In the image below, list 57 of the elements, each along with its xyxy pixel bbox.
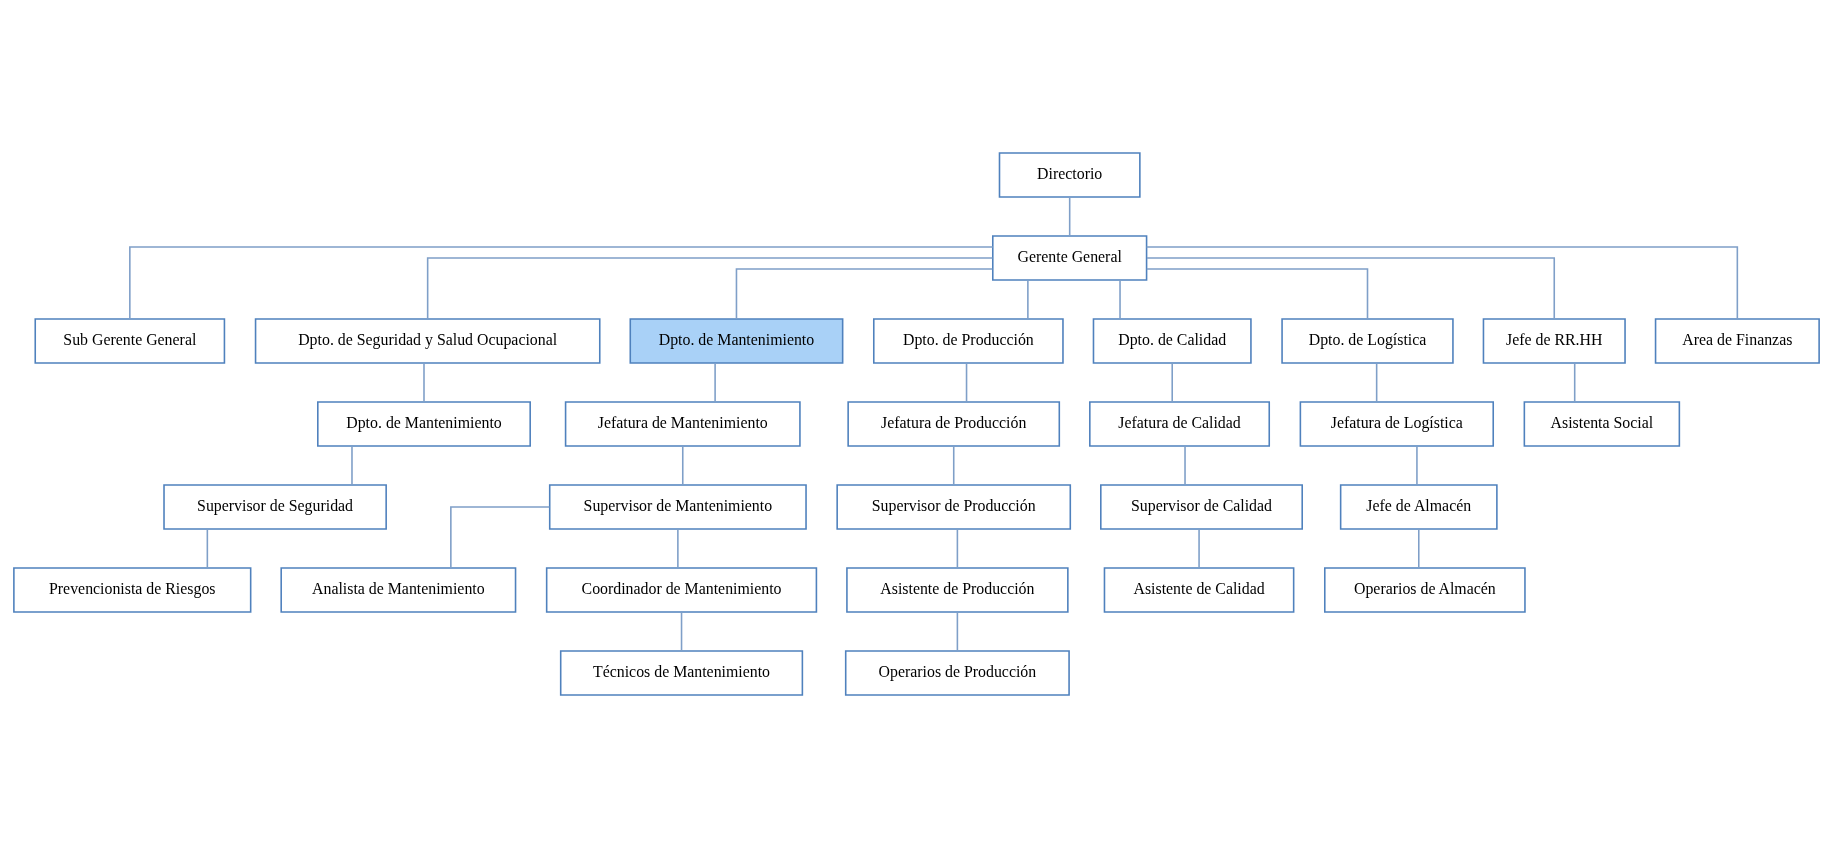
connector	[735, 268, 993, 320]
connector	[1068, 196, 1070, 237]
connector	[449, 506, 550, 569]
connector	[1145, 257, 1555, 320]
node-box: Dpto. de Seguridad y Salud Ocupacional	[254, 318, 601, 364]
node-box: Asistente de Producción	[845, 567, 1069, 613]
node-box: Analista de Mantenimiento	[279, 567, 516, 613]
node-box: Area de Finanzas	[1654, 318, 1820, 364]
connector	[713, 362, 716, 403]
node-box: Prevencionista de Riesgos	[12, 567, 251, 613]
connector	[1197, 528, 1200, 569]
connector	[956, 611, 958, 652]
node-box: Coordinador de Mantenimiento	[545, 567, 817, 613]
connector	[676, 528, 679, 569]
connector	[1118, 279, 1121, 320]
connector	[128, 246, 994, 320]
node-box: Sub Gerente General	[33, 318, 225, 364]
node-box: Jefatura de Mantenimiento	[564, 401, 801, 447]
node-box: Operarios de Almacén	[1323, 567, 1526, 613]
node-box: Jefe de RR.HH	[1482, 318, 1626, 364]
node-box: Operarios de Producción	[844, 650, 1070, 696]
connector	[1417, 528, 1420, 569]
node-box: Dpto. de Calidad	[1092, 318, 1252, 364]
node-box: Dpto. de Producción	[872, 318, 1064, 364]
node-box: Dpto. de Mantenimiento	[628, 318, 843, 364]
node-box: Asistente de Calidad	[1103, 567, 1294, 613]
connector	[350, 445, 353, 486]
node-box: Supervisor de Producción	[835, 484, 1071, 530]
connector	[681, 445, 684, 486]
node-box: Supervisor de Calidad	[1099, 484, 1303, 530]
connector	[206, 528, 208, 569]
connector	[965, 362, 967, 403]
connector	[426, 257, 993, 320]
connector	[956, 528, 958, 569]
node-box: Jefatura de Producción	[846, 401, 1060, 447]
connector	[1170, 362, 1173, 403]
node-box: Supervisor de Mantenimiento	[548, 484, 807, 530]
connector	[1026, 279, 1029, 320]
connector	[1415, 445, 1418, 486]
connector	[1145, 268, 1368, 320]
node-box: Dpto. de Mantenimiento	[316, 401, 531, 447]
node-box: Dpto. de Logística	[1280, 318, 1454, 364]
connector	[1375, 362, 1377, 403]
connector	[1573, 362, 1575, 403]
connector	[680, 611, 682, 652]
node-box: Jefatura de Calidad	[1088, 401, 1270, 447]
node-box: Jefatura de Logística	[1299, 401, 1494, 447]
node-box: Directorio	[998, 152, 1141, 198]
node-box: Gerente General	[991, 235, 1147, 281]
node-box: Jefe de Almacén	[1339, 484, 1498, 530]
connector	[1183, 445, 1186, 486]
connector	[422, 362, 425, 403]
node-box: Técnicos de Mantenimiento	[559, 650, 803, 696]
connector	[952, 445, 955, 486]
connector	[1145, 246, 1738, 320]
node-box: Asistenta Social	[1523, 401, 1680, 447]
node-box: Supervisor de Seguridad	[162, 484, 387, 530]
